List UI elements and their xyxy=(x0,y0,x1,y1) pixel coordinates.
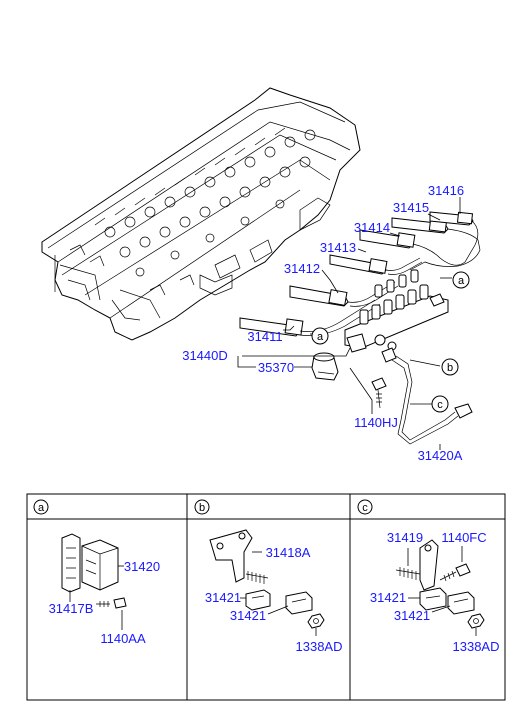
label-1338ad-b: 1338AD xyxy=(296,639,343,654)
label-31420: 31420 xyxy=(124,559,160,574)
leader-lines-main xyxy=(237,197,461,450)
fuel-return-lines xyxy=(299,220,481,336)
callout-a-upper: a xyxy=(458,275,465,287)
hose-31420a xyxy=(391,355,473,445)
label-31440d: 31440D xyxy=(182,348,228,363)
injector-31411 xyxy=(239,317,304,337)
injector-31416 xyxy=(429,211,474,226)
main-part-labels: 31416 31415 31414 31413 31412 31411 3144… xyxy=(182,183,464,463)
label-31412: 31412 xyxy=(284,261,320,276)
callout-b: b xyxy=(447,362,453,374)
cylinder-head-drawing xyxy=(41,87,361,341)
injectors xyxy=(239,211,474,337)
panel-b: b 31418A 31421 31421 1338AD xyxy=(194,499,343,654)
label-31415: 31415 xyxy=(393,200,429,215)
label-31411: 31411 xyxy=(247,329,282,344)
panel-b-tag: b xyxy=(199,502,205,514)
label-31421-upper-c: 31421 xyxy=(370,590,406,605)
label-1338ad-c: 1338AD xyxy=(453,639,500,654)
callout-c: c xyxy=(437,399,443,411)
label-1140aa: 1140AA xyxy=(100,631,146,646)
label-31417b: 31417B xyxy=(49,601,94,616)
detail-panels-frame xyxy=(26,493,506,701)
main-callouts: a a b c xyxy=(311,271,470,413)
injector-31414 xyxy=(359,229,416,249)
label-31421-lower-c: 31421 xyxy=(394,608,430,623)
label-31414: 31414 xyxy=(354,220,390,235)
panel-c-tag: c xyxy=(362,502,368,514)
label-31420a: 31420A xyxy=(418,448,463,463)
injector-31412 xyxy=(289,285,349,307)
panel-a: a 31420 31417B 1140AA xyxy=(33,499,160,646)
label-1140fc: 1140FC xyxy=(441,530,486,545)
panel-a-tag: a xyxy=(38,502,45,514)
label-31421-upper-b: 31421 xyxy=(205,590,241,605)
label-31421-lower-b: 31421 xyxy=(230,608,266,623)
return-block-31440d xyxy=(344,269,449,363)
label-35370: 35370 xyxy=(258,360,294,375)
label-31413: 31413 xyxy=(320,240,356,255)
label-1140hj: 1140HJ xyxy=(354,415,398,430)
sensor-35370 xyxy=(311,352,339,381)
bolt-1140hj xyxy=(371,377,387,409)
panel-c: c 31419 1140FC 31421 31421 1338AD xyxy=(357,499,500,654)
label-31418a: 31418A xyxy=(266,545,311,560)
injector-31413 xyxy=(329,254,388,275)
label-31416: 31416 xyxy=(428,183,464,198)
label-31419: 31419 xyxy=(387,530,423,545)
callout-a-lower: a xyxy=(317,331,324,343)
